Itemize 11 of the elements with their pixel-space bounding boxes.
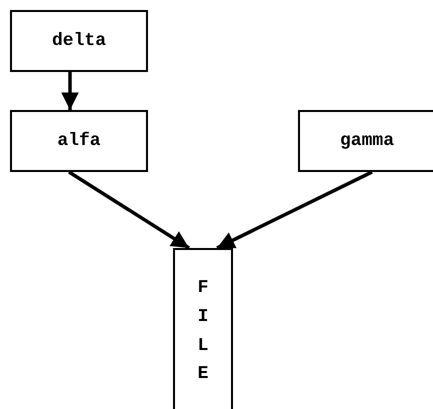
box-label: alfa bbox=[57, 131, 101, 151]
arrow bbox=[216, 170, 373, 250]
arrow bbox=[61, 72, 79, 110]
box-label: gamma bbox=[340, 131, 394, 151]
process-box bbox=[173, 248, 233, 409]
process-box bbox=[10, 10, 148, 72]
process-box bbox=[10, 110, 148, 172]
box-label: FILE bbox=[196, 277, 210, 386]
arrow bbox=[68, 170, 190, 250]
box-label: delta bbox=[52, 31, 106, 51]
process-box bbox=[298, 110, 433, 172]
